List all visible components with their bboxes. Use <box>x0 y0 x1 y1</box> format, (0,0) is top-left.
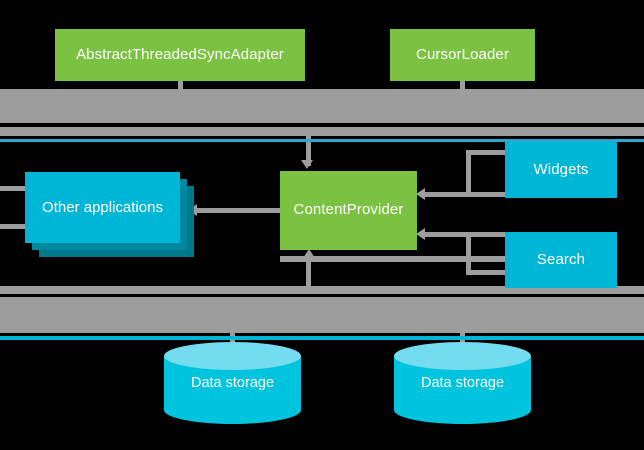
connector-provider-to-widgets <box>424 192 508 197</box>
connector-widgets-drop <box>466 150 471 194</box>
connector-band-bottom <box>0 297 644 333</box>
layer-divider-bottom <box>0 336 644 340</box>
node-widgets[interactable]: Widgets <box>505 142 617 198</box>
connector-apps-to-provider <box>196 208 282 213</box>
cylinder-left-label-wrap: Data storage <box>164 342 301 424</box>
other-applications-card-front[interactable]: Other applications <box>25 172 180 243</box>
connector-stub-apps-lower <box>0 224 26 229</box>
connector-cursor-loader-stem <box>460 81 465 91</box>
node-label-content-provider: ContentProvider <box>293 201 404 219</box>
cylinder-right-top-ellipse <box>394 342 531 370</box>
arrowhead-into-content-provider-top <box>301 160 313 169</box>
node-search[interactable]: Search <box>505 232 617 288</box>
connector-provider-return-rail <box>280 256 580 262</box>
layer-divider-top <box>0 139 644 142</box>
node-label-widgets: Widgets <box>533 160 589 178</box>
node-label-data-storage-left: Data storage <box>190 375 275 391</box>
node-label-other-applications: Other applications <box>42 199 163 216</box>
node-label-sync-adapter: AbstractThreadedSyncAdapter <box>76 45 284 63</box>
arrowhead-provider-from-widgets <box>416 188 425 200</box>
connector-stub-apps-upper <box>0 186 26 191</box>
connector-band-top-lower <box>0 127 644 136</box>
connector-provider-bottom-stem <box>306 256 311 286</box>
node-data-storage-right[interactable]: Data storage <box>394 342 531 424</box>
connector-sync-adapter-stem <box>178 81 183 91</box>
node-data-storage-left[interactable]: Data storage <box>164 342 301 424</box>
arrowhead-into-content-provider-bottom <box>303 249 315 258</box>
node-label-cursor-loader: CursorLoader <box>416 45 509 63</box>
node-other-applications[interactable]: Other applications <box>25 172 194 257</box>
connector-search-rise <box>466 232 471 274</box>
connector-search-entry <box>466 270 508 275</box>
node-abstract-threaded-sync-adapter[interactable]: AbstractThreadedSyncAdapter <box>55 29 305 81</box>
connector-band-to-provider-stem <box>306 136 311 166</box>
cylinder-left-top-ellipse <box>164 342 301 370</box>
cylinder-right-label-wrap: Data storage <box>394 342 531 424</box>
connector-band-top <box>0 89 644 123</box>
arrowhead-provider-from-search <box>416 228 425 240</box>
connector-widgets-entry <box>466 150 508 155</box>
node-cursor-loader[interactable]: CursorLoader <box>390 29 535 81</box>
node-label-search: Search <box>536 250 586 268</box>
node-label-data-storage-right: Data storage <box>420 375 505 391</box>
node-content-provider[interactable]: ContentProvider <box>280 171 417 250</box>
connector-band-bottom-upper <box>0 286 644 294</box>
